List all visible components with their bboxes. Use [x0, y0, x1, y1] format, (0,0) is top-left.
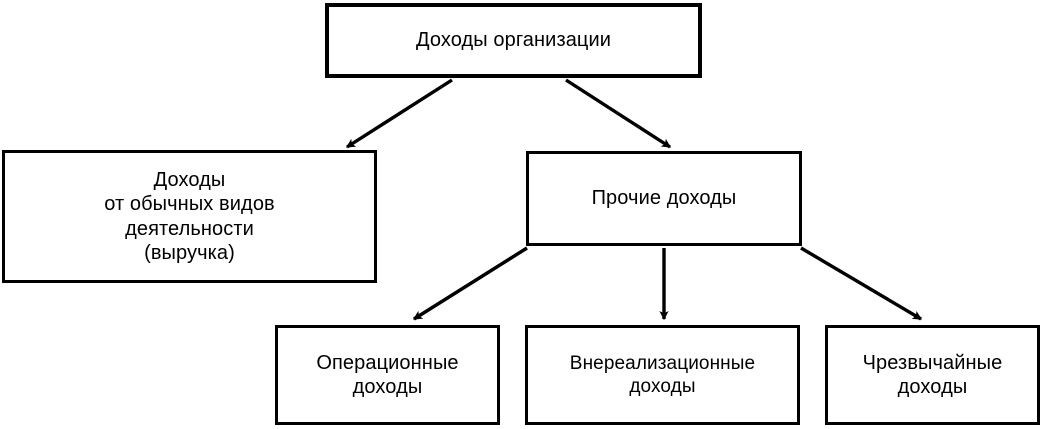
edge-other-to-extraordinary [800, 246, 923, 321]
edge-other-to-operational [412, 246, 528, 321]
node-ordinary-income[interactable]: Доходы от обычных видов деятельности (вы… [2, 150, 377, 283]
node-root[interactable]: Доходы организации [325, 3, 702, 78]
edge-root-to-ordinary [345, 78, 453, 149]
node-non-sales-income-label: Внереализационные доходы [569, 352, 756, 397]
node-non-sales-income[interactable]: Внереализационные доходы [525, 325, 800, 425]
node-extraordinary-income-label: Чрезвычайные доходы [862, 351, 1003, 398]
node-extraordinary-income[interactable]: Чрезвычайные доходы [825, 325, 1040, 425]
edge-root-to-other [565, 78, 672, 149]
node-operational-income-label: Операционные доходы [316, 351, 459, 398]
node-operational-income[interactable]: Операционные доходы [275, 325, 500, 425]
node-root-label: Доходы организации [415, 29, 612, 52]
node-other-income-label: Прочие доходы [591, 187, 737, 210]
node-ordinary-income-label: Доходы от обычных видов деятельности (вы… [104, 168, 275, 264]
node-other-income[interactable]: Прочие доходы [526, 151, 802, 246]
